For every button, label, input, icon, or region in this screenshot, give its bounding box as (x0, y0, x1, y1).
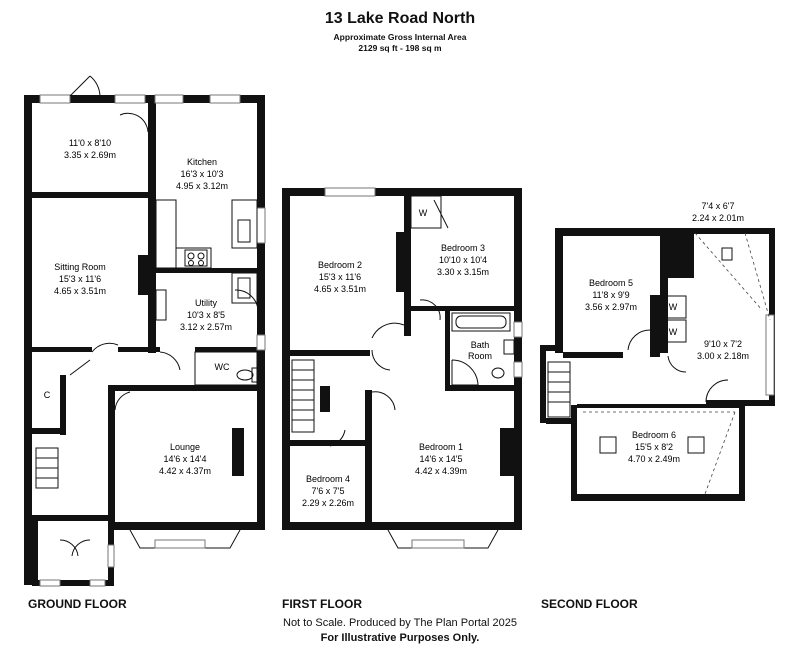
bedroom3-name: Bedroom 3 (441, 243, 485, 253)
bedroom6-name: Bedroom 6 (632, 430, 676, 440)
second-floor-plan (540, 228, 775, 501)
sitting-room-metric: 4.65 x 3.51m (54, 286, 106, 296)
lounge-metric: 4.42 x 4.37m (159, 466, 211, 476)
second-top-room-imperial: 7'4 x 6'7 (702, 201, 735, 211)
utility-imperial: 10'3 x 8'5 (187, 310, 225, 320)
bedroom2-imperial: 15'3 x 11'6 (319, 272, 361, 282)
bedroom4-imperial: 7'6 x 7'5 (312, 486, 345, 496)
bedroom1-name: Bedroom 1 (419, 442, 463, 452)
wardrobe-b-label: W (669, 327, 678, 337)
bedroom3-imperial: 10'10 x 10'4 (439, 255, 487, 265)
kitchen-metric: 4.95 x 3.12m (176, 181, 228, 191)
bedroom2-name: Bedroom 2 (318, 260, 362, 270)
lounge-imperial: 14'6 x 14'4 (164, 454, 207, 464)
utility-metric: 3.12 x 2.57m (180, 322, 232, 332)
footer-illustrative: For Illustrative Purposes Only. (320, 632, 480, 644)
bedroom5-metric: 3.56 x 2.97m (585, 302, 637, 312)
bedroom6-metric: 4.70 x 2.49m (628, 454, 680, 464)
ground-back-room-metric: 3.35 x 2.69m (64, 150, 116, 160)
bedroom4-name: Bedroom 4 (306, 474, 350, 484)
second-side-room-metric: 3.00 x 2.18m (697, 351, 749, 361)
ground-back-room-imperial: 11'0 x 8'10 (69, 138, 111, 148)
kitchen-name: Kitchen (187, 157, 217, 167)
bedroom3-metric: 3.30 x 3.15m (437, 267, 489, 277)
bathroom-line2: Room (468, 351, 492, 361)
bedroom6-imperial: 15'5 x 8'2 (635, 442, 673, 452)
bedroom1-metric: 4.42 x 4.39m (415, 466, 467, 476)
wc-name: WC (215, 362, 230, 372)
second-floor-label: SECOND FLOOR (541, 597, 638, 611)
plan-area: 2129 sq ft - 198 sq m (358, 43, 442, 53)
bedroom4-metric: 2.29 x 2.26m (302, 498, 354, 508)
wardrobe-a-label: W (669, 302, 678, 312)
lounge-name: Lounge (170, 442, 200, 452)
cupboard-name: C (44, 390, 51, 400)
second-side-room-imperial: 9'10 x 7'2 (704, 339, 742, 349)
bedroom5-imperial: 11'8 x 9'9 (592, 290, 629, 300)
first-floor-plan (282, 187, 523, 549)
bedroom5-name: Bedroom 5 (589, 278, 633, 288)
wardrobe-first-label: W (419, 208, 428, 218)
plan-title: 13 Lake Road North (324, 10, 476, 27)
utility-name: Utility (195, 298, 217, 308)
sitting-room-imperial: 15'3 x 11'6 (59, 274, 101, 284)
second-top-room-metric: 2.24 x 2.01m (692, 213, 744, 223)
first-floor-label: FIRST FLOOR (282, 597, 362, 611)
bedroom2-metric: 4.65 x 3.51m (314, 284, 366, 294)
sitting-room-name: Sitting Room (54, 262, 106, 272)
kitchen-imperial: 16'3 x 10'3 (181, 169, 224, 179)
ground-floor-plan (24, 75, 266, 587)
bedroom1-imperial: 14'6 x 14'5 (420, 454, 463, 464)
footer-disclaimer: Not to Scale. Produced by The Plan Porta… (283, 617, 517, 629)
plan-subtitle: Approximate Gross Internal Area (333, 32, 467, 42)
bathroom-line1: Bath (471, 340, 490, 350)
ground-floor-label: GROUND FLOOR (28, 597, 127, 611)
